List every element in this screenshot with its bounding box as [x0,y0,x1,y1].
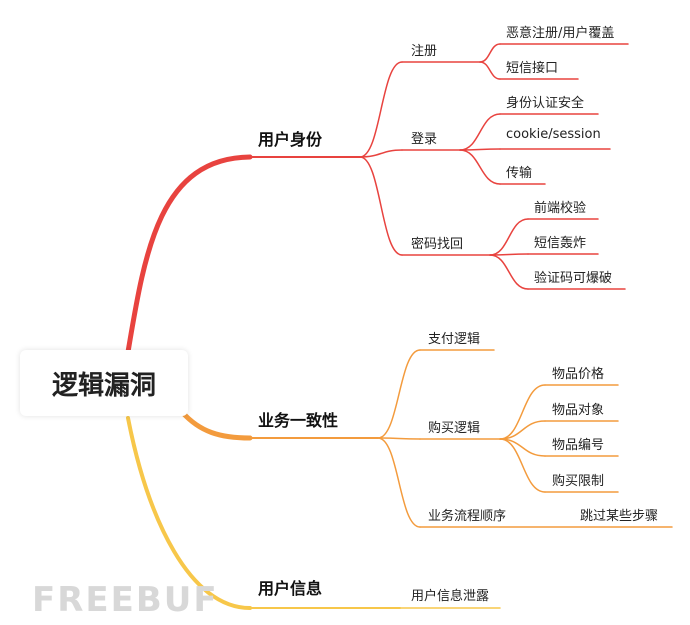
root-label: 逻辑漏洞 [51,370,156,401]
edge-login [359,149,403,158]
edge-purchase-logic [377,437,421,440]
node-skip-steps[interactable]: 跳过某些步骤 [580,509,659,524]
node-sms-interface[interactable]: 短信接口 [506,61,559,76]
edge-malicious-register [479,43,501,63]
node-item-price[interactable]: 物品价格 [552,367,605,382]
edge-frontend-check [489,218,529,256]
node-frontend-check[interactable]: 前端校验 [534,201,587,216]
edge-sms-interface [479,61,501,80]
branch-user-info[interactable]: 用户信息 [258,579,323,598]
branch-business-consistency[interactable]: 业务一致性 [258,411,339,430]
node-item-object[interactable]: 物品对象 [552,403,605,418]
branch-user-identity[interactable]: 用户身份 [258,130,323,149]
node-identity-auth[interactable]: 身份认证安全 [506,96,585,111]
node-cookie-session[interactable]: cookie/session [506,127,601,142]
edge-purchase-limit [499,438,546,493]
node-sms-bombing[interactable]: 短信轰炸 [534,236,587,251]
node-purchase-logic[interactable]: 购买逻辑 [428,421,481,436]
edge-identity-auth [459,113,501,151]
watermark-logo: FREEBUF [32,580,219,620]
node-transmission[interactable]: 传输 [506,166,533,181]
node-captcha-bruteforce[interactable]: 验证码可爆破 [534,271,613,286]
edge-password-recovery [359,156,403,256]
node-password-recovery[interactable]: 密码找回 [411,237,464,252]
edge-item-object [499,420,546,440]
edge-captcha-bruteforce [489,254,529,290]
edge-item-price [499,384,546,440]
node-malicious-register[interactable]: 恶意注册/用户覆盖 [506,26,615,41]
edge-business-flow-order [377,437,421,528]
edge-transmission [459,149,501,185]
node-login[interactable]: 登录 [411,132,438,147]
edge-register [359,61,403,158]
root-node[interactable]: 逻辑漏洞 [20,350,188,416]
node-payment-logic[interactable]: 支付逻辑 [428,332,481,347]
edge-payment-logic [377,349,421,439]
trunk-user-identity [125,154,253,355]
node-register[interactable]: 注册 [411,44,438,59]
node-business-flow-order[interactable]: 业务流程顺序 [428,509,507,524]
node-user-info-leak[interactable]: 用户信息泄露 [411,589,490,604]
node-purchase-limit[interactable]: 购买限制 [552,474,605,489]
trunk-user-info [126,416,252,610]
node-item-number[interactable]: 物品编号 [552,438,605,453]
trunk-business-consistency [179,409,253,441]
